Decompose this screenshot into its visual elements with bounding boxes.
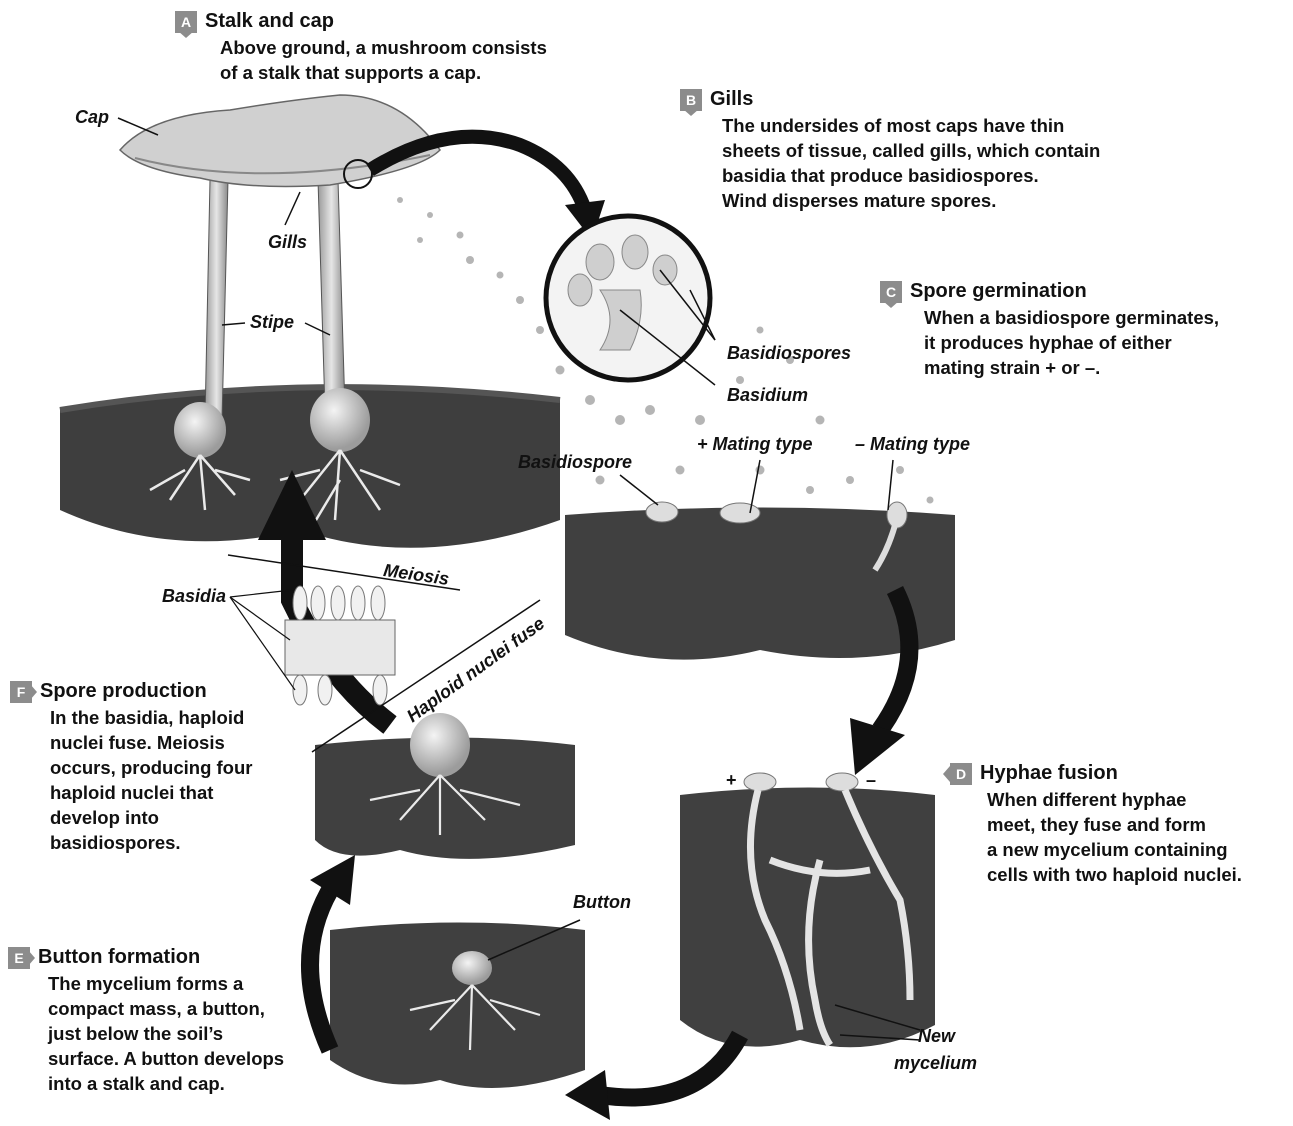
step-f-line: develop into bbox=[50, 805, 252, 830]
arrowhead-button bbox=[565, 1070, 610, 1120]
step-e-title: Button formation bbox=[38, 946, 200, 969]
label-cap: Cap bbox=[75, 107, 109, 128]
step-e-line: The mycelium forms a bbox=[48, 971, 284, 996]
step-f-line: nuclei fuse. Meiosis bbox=[50, 730, 252, 755]
step-b-line: basidia that produce basidiospores. bbox=[722, 163, 1100, 188]
badge-b: B bbox=[680, 89, 702, 111]
bulb-left bbox=[174, 402, 226, 458]
step-a-line: of a stalk that supports a cap. bbox=[220, 60, 547, 85]
button bbox=[452, 951, 492, 985]
step-f-line: In the basidia, haploid bbox=[50, 705, 252, 730]
label-plus: + bbox=[726, 770, 737, 791]
label-stipe: Stipe bbox=[250, 312, 294, 333]
badge-e: E bbox=[8, 947, 30, 969]
step-c: C Spore germination When a basidiospore g… bbox=[880, 280, 1219, 380]
plus-spore-fused bbox=[744, 773, 776, 791]
step-c-line: mating strain + or –. bbox=[924, 355, 1219, 380]
step-a-line: Above ground, a mushroom consists bbox=[220, 35, 547, 60]
badge-c: C bbox=[880, 281, 902, 303]
step-c-line: When a basidiospore germinates, bbox=[924, 305, 1219, 330]
step-d-line: cells with two haploid nuclei. bbox=[987, 862, 1242, 887]
step-e-line: surface. A button develops bbox=[48, 1046, 284, 1071]
bulb-right bbox=[310, 388, 370, 452]
arrow-to-button bbox=[600, 1035, 740, 1098]
stipe-right bbox=[318, 180, 345, 410]
plus-spore bbox=[720, 503, 760, 523]
label-button: Button bbox=[573, 892, 631, 913]
step-d-line: a new mycelium containing bbox=[987, 837, 1242, 862]
step-a: A Stalk and cap Above ground, a mushroom … bbox=[175, 10, 547, 85]
soil-button bbox=[330, 923, 585, 1089]
step-e: E Button formation The mycelium forms a c… bbox=[8, 946, 284, 1096]
label-minus: – bbox=[866, 770, 876, 791]
stipe-left bbox=[205, 180, 228, 420]
label-basidiospores: Basidiospores bbox=[727, 343, 851, 364]
minus-spore bbox=[887, 502, 907, 528]
step-d-line: meet, they fuse and form bbox=[987, 812, 1242, 837]
step-b-line: The undersides of most caps have thin bbox=[722, 113, 1100, 138]
step-b-line: sheets of tissue, called gills, which co… bbox=[722, 138, 1100, 163]
label-basidiospore: Basidiospore bbox=[518, 452, 632, 473]
badge-d: D bbox=[950, 763, 972, 785]
label-mycelium: mycelium bbox=[894, 1053, 977, 1074]
badge-f: F bbox=[10, 681, 32, 703]
step-d-title: Hyphae fusion bbox=[980, 762, 1118, 785]
step-f-line: basidiospores. bbox=[50, 830, 252, 855]
basidiospore-ground bbox=[646, 502, 678, 522]
arrow-to-spore-production bbox=[310, 890, 330, 1050]
arrowhead-hyphae bbox=[850, 718, 905, 775]
step-e-line: just below the soil’s bbox=[48, 1021, 284, 1046]
label-new: New bbox=[918, 1026, 955, 1047]
label-plus-mating-type: + Mating type bbox=[697, 434, 813, 455]
step-f: F Spore production In the basidia, haploi… bbox=[10, 680, 252, 855]
step-f-title: Spore production bbox=[40, 680, 207, 703]
badge-a: A bbox=[175, 11, 197, 33]
minus-spore-fused bbox=[826, 773, 858, 791]
label-minus-mating-type: – Mating type bbox=[855, 434, 970, 455]
step-b-title: Gills bbox=[710, 88, 753, 111]
label-basidium: Basidium bbox=[727, 385, 808, 406]
step-f-line: haploid nuclei that bbox=[50, 780, 252, 805]
step-e-line: into a stalk and cap. bbox=[48, 1071, 284, 1096]
step-e-line: compact mass, a button, bbox=[48, 996, 284, 1021]
step-a-title: Stalk and cap bbox=[205, 10, 334, 33]
step-d-line: When different hyphae bbox=[987, 787, 1242, 812]
step-b-line: Wind disperses mature spores. bbox=[722, 188, 1100, 213]
step-f-line: occurs, producing four bbox=[50, 755, 252, 780]
step-c-title: Spore germination bbox=[910, 280, 1087, 303]
step-b: B Gills The undersides of most caps have … bbox=[680, 88, 1100, 213]
label-gills: Gills bbox=[268, 232, 307, 253]
label-basidia: Basidia bbox=[162, 586, 226, 607]
step-d: D Hyphae fusion When different hyphae mee… bbox=[950, 762, 1242, 887]
step-c-line: it produces hyphae of either bbox=[924, 330, 1219, 355]
